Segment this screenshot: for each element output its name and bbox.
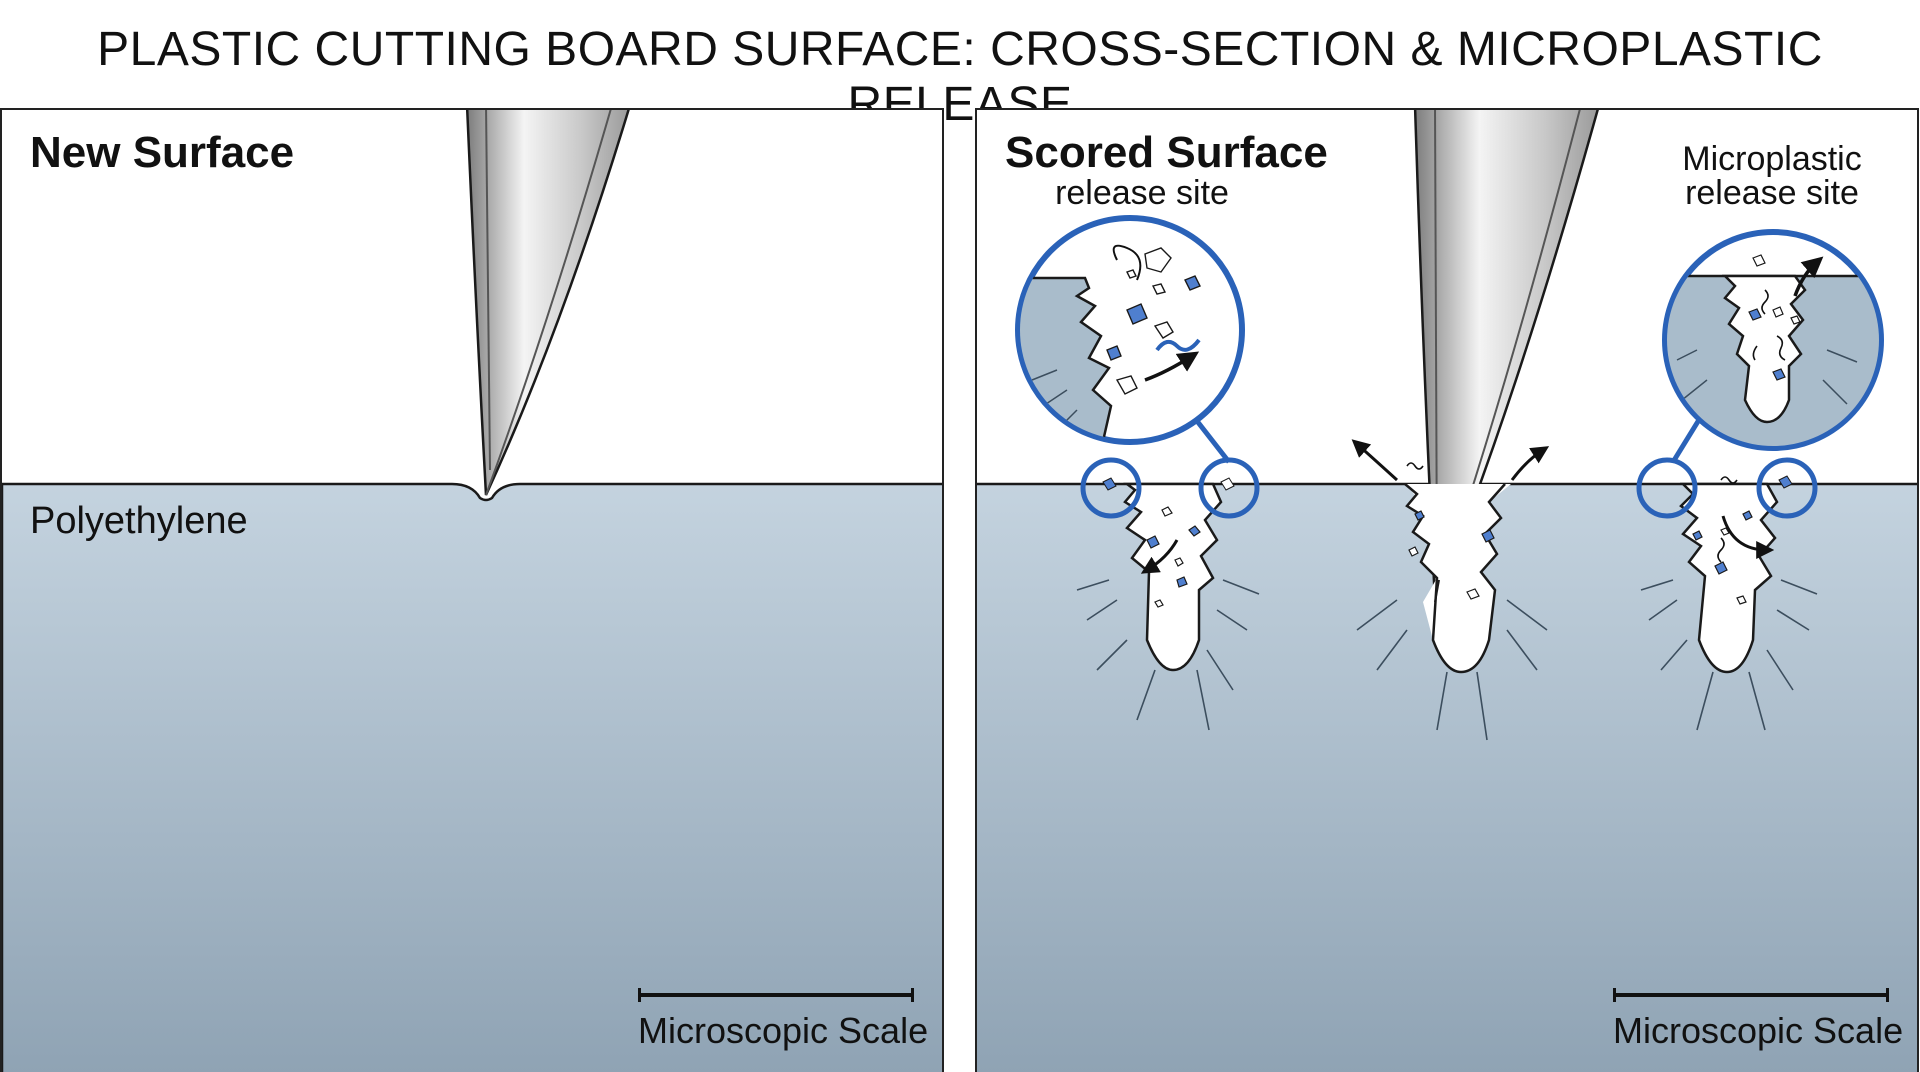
scored-surface-label: Scored Surface xyxy=(1005,128,1328,177)
magnifier-circle-icon-right xyxy=(1662,229,1884,464)
diagram-title: PLASTIC CUTTING BOARD SURFACE: CROSS-SEC… xyxy=(97,23,1823,131)
scored-surface-illustration xyxy=(977,110,1917,1072)
scale-bar-label: Microscopic Scale xyxy=(1613,1010,1904,1051)
scale-bar: Microscopic Scale xyxy=(638,988,929,1052)
callout-line-2: release site xyxy=(1685,174,1859,212)
polyethylene-label: Polyethylene xyxy=(30,500,248,542)
polyethylene-block xyxy=(2,482,942,1072)
scale-bar-line xyxy=(1613,988,1889,1002)
new-surface-illustration xyxy=(2,110,942,1072)
scored-groove-center xyxy=(1351,439,1550,741)
release-site-callout-right: Microplastic release site xyxy=(1617,140,1917,212)
scale-bar-label: Microscopic Scale xyxy=(638,1010,929,1051)
scored-surface-panel: Scored Surface release site Microplastic… xyxy=(975,108,1919,1072)
release-site-callout-left: release site xyxy=(1055,174,1229,212)
scored-groove-left xyxy=(1076,457,1260,731)
callout-line-1: Microplastic xyxy=(1682,140,1862,178)
scale-bar-line xyxy=(638,988,914,1002)
knife-blade-icon xyxy=(465,110,630,496)
new-surface-panel: New Surface Polyethylene Microscopic Sca… xyxy=(0,108,944,1072)
scored-groove-right xyxy=(1636,457,1818,731)
new-surface-label: New Surface xyxy=(30,128,295,177)
scale-bar: Microscopic Scale xyxy=(1613,988,1904,1052)
magnifier-circle-icon-left xyxy=(1015,215,1245,464)
